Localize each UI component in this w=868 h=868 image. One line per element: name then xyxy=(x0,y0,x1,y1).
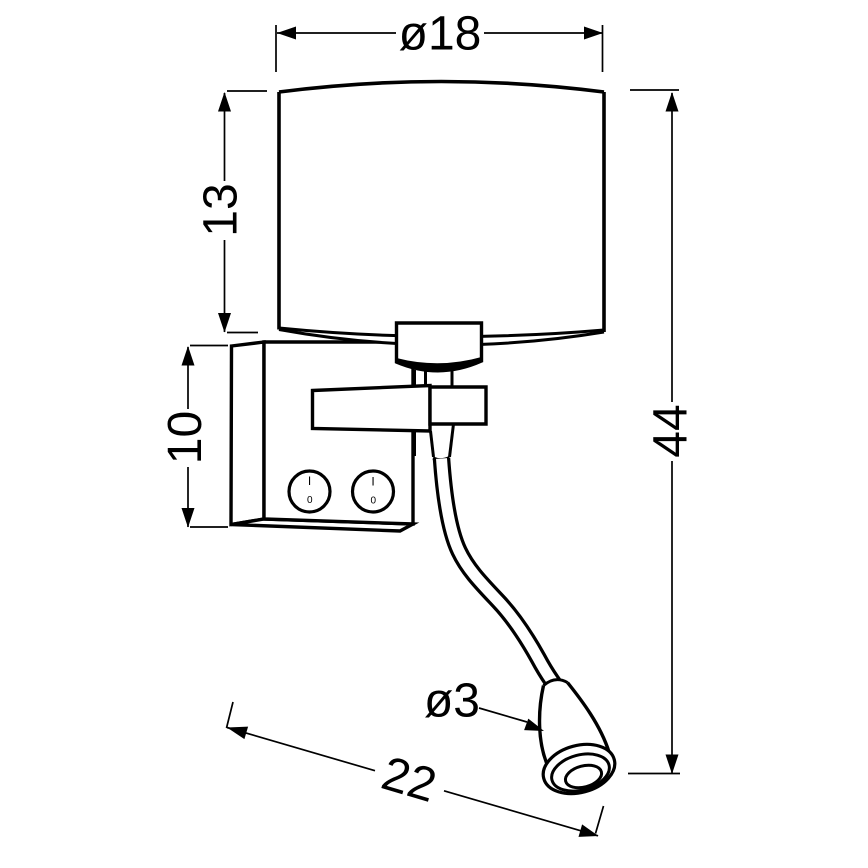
dim-shade-height-extension-lines xyxy=(227,90,267,334)
switch-right xyxy=(350,469,396,514)
dim-bracket-height-extension-lines xyxy=(190,344,228,528)
arrowhead-down-icon xyxy=(665,754,679,774)
reading-head-cone-left-edge xyxy=(537,685,549,765)
dim-spot-diameter-leader-line xyxy=(478,707,528,723)
reading-head-lens xyxy=(563,763,604,790)
dim-spot-diameter: ø3 xyxy=(424,675,544,731)
support-arm xyxy=(310,383,432,433)
dim-total-height: 44 xyxy=(628,89,698,775)
switch-left-off-mark: 0 xyxy=(307,495,313,506)
dim-depth-line xyxy=(226,726,599,837)
lampshade-body xyxy=(279,81,604,345)
dim-shade-height: 13 xyxy=(195,90,267,334)
arm-clamp-block xyxy=(428,385,488,426)
taper-left-edge xyxy=(429,430,435,458)
arrowhead-down-right-icon xyxy=(578,824,599,837)
dim-shade-diameter-label: ø18 xyxy=(399,8,482,61)
dim-bracket-height: 10 xyxy=(159,344,228,528)
arrowhead-up-icon xyxy=(218,92,231,112)
arrowhead-leader-icon xyxy=(524,718,544,731)
arrowhead-left-icon xyxy=(277,26,296,40)
switch-right-on-mark: I xyxy=(371,475,374,489)
dim-shade-height-label: 13 xyxy=(195,183,248,236)
reading-head-face-middle-ring xyxy=(550,752,611,793)
dim-bracket-height-label: 10 xyxy=(159,411,212,464)
switch-right-off-mark: 0 xyxy=(371,496,377,507)
switch-left xyxy=(287,469,332,514)
reading-head-cone xyxy=(539,679,609,764)
taper-right-edge xyxy=(448,423,455,458)
arrowhead-up-icon xyxy=(181,346,195,366)
arrowhead-up-left-icon xyxy=(227,726,249,740)
arrowhead-up-icon xyxy=(665,92,679,112)
dim-spot-diameter-label: ø3 xyxy=(424,675,480,728)
lampshade-top-edge xyxy=(278,79,605,94)
arrowhead-down-icon xyxy=(181,508,195,528)
arrowhead-right-icon xyxy=(584,26,603,40)
dim-total-height-label: 44 xyxy=(645,404,698,457)
lamp-stem xyxy=(413,370,454,387)
gooseneck-tube-fill xyxy=(436,458,559,688)
dim-depth-label: 22 xyxy=(376,747,442,813)
reading-head-collar xyxy=(542,678,569,687)
dim-shade-diameter: ø18 xyxy=(275,8,604,72)
reading-head-cone-right-edge xyxy=(566,681,611,753)
lamp-illustration: I 0 I 0 xyxy=(229,79,617,796)
dim-depth-extension-ticks xyxy=(225,701,605,834)
wall-bracket-side-face xyxy=(229,340,266,527)
lamp-socket-bottom-rim xyxy=(396,357,482,371)
arrowhead-down-icon xyxy=(218,313,231,333)
switch-left-on-mark: I xyxy=(308,474,311,488)
